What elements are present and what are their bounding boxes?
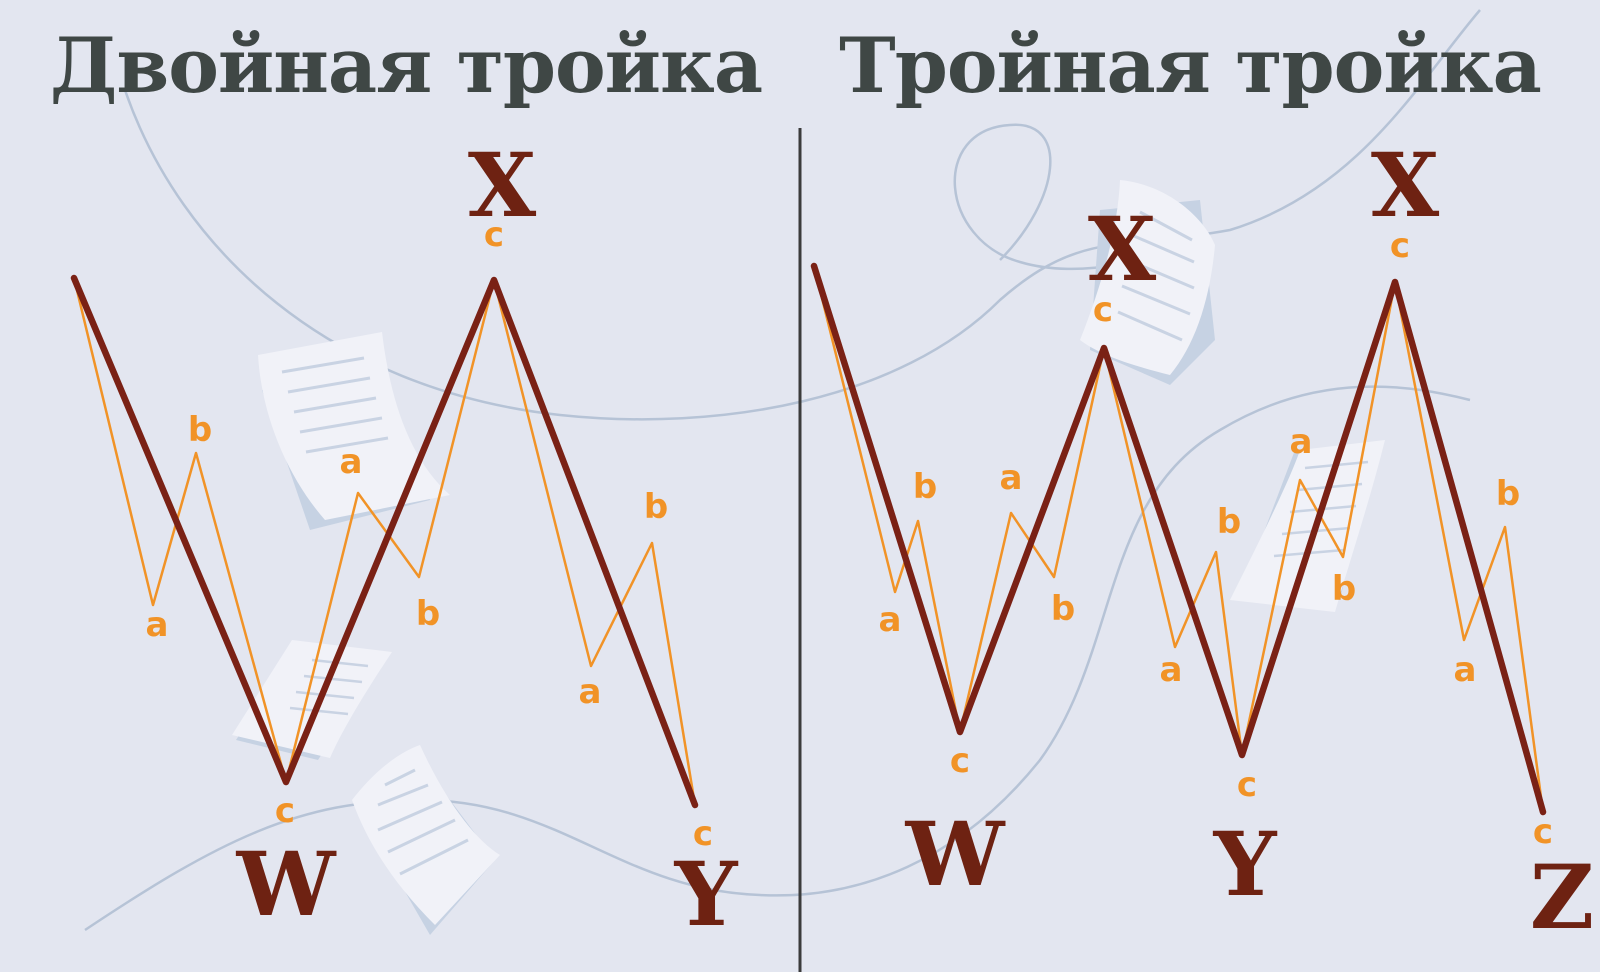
minor-wave-line xyxy=(812,265,1545,813)
major-wave-line xyxy=(810,262,1547,816)
triple-three-wave: X X W Y Z b a c a b c b a c a b c b a c xyxy=(810,133,1594,949)
minor-label: a xyxy=(1160,650,1183,690)
minor-label: a xyxy=(1000,458,1023,498)
minor-label: c xyxy=(1093,290,1113,330)
document-icon xyxy=(352,745,500,935)
minor-label: a xyxy=(1290,422,1313,462)
document-icon xyxy=(1080,180,1215,385)
panel-title-triple-three: Тройная тройка xyxy=(839,21,1541,110)
wave-label-z: Z xyxy=(1530,845,1594,949)
major-wave-line xyxy=(70,274,699,809)
minor-label: a xyxy=(879,600,902,640)
panel-title-double-three: Двойная тройка xyxy=(50,21,762,110)
minor-label: b xyxy=(416,594,440,634)
minor-label: b xyxy=(1051,589,1075,629)
document-icon xyxy=(232,640,392,760)
minor-label: b xyxy=(188,410,212,450)
minor-label: b xyxy=(1332,569,1356,609)
wave-label-y: Y xyxy=(674,842,739,946)
wave-label-x: X xyxy=(1371,133,1440,237)
minor-label: a xyxy=(579,672,602,712)
minor-label: c xyxy=(693,814,713,854)
document-icon xyxy=(1230,440,1385,612)
minor-label: c xyxy=(1237,765,1257,805)
document-icon xyxy=(258,332,450,530)
wave-label-x: X xyxy=(468,133,537,237)
minor-label: c xyxy=(950,741,970,781)
double-three-wave: X W Y b a c a b c b a c xyxy=(70,133,739,946)
minor-label: c xyxy=(484,215,504,255)
minor-label: b xyxy=(1217,502,1241,542)
wave-label-y: Y xyxy=(1213,812,1278,916)
minor-label: c xyxy=(1533,812,1553,852)
minor-label: a xyxy=(146,605,169,645)
minor-label: a xyxy=(1454,650,1477,690)
minor-label: b xyxy=(913,467,937,507)
wave-label-w: W xyxy=(905,802,1006,906)
minor-label: a xyxy=(340,442,363,482)
minor-label: b xyxy=(1496,474,1520,514)
minor-label: c xyxy=(275,791,295,831)
wave-label-w: W xyxy=(236,832,337,936)
wave-label-x: X xyxy=(1088,197,1157,301)
minor-label: b xyxy=(644,487,668,527)
minor-label: c xyxy=(1390,226,1410,266)
